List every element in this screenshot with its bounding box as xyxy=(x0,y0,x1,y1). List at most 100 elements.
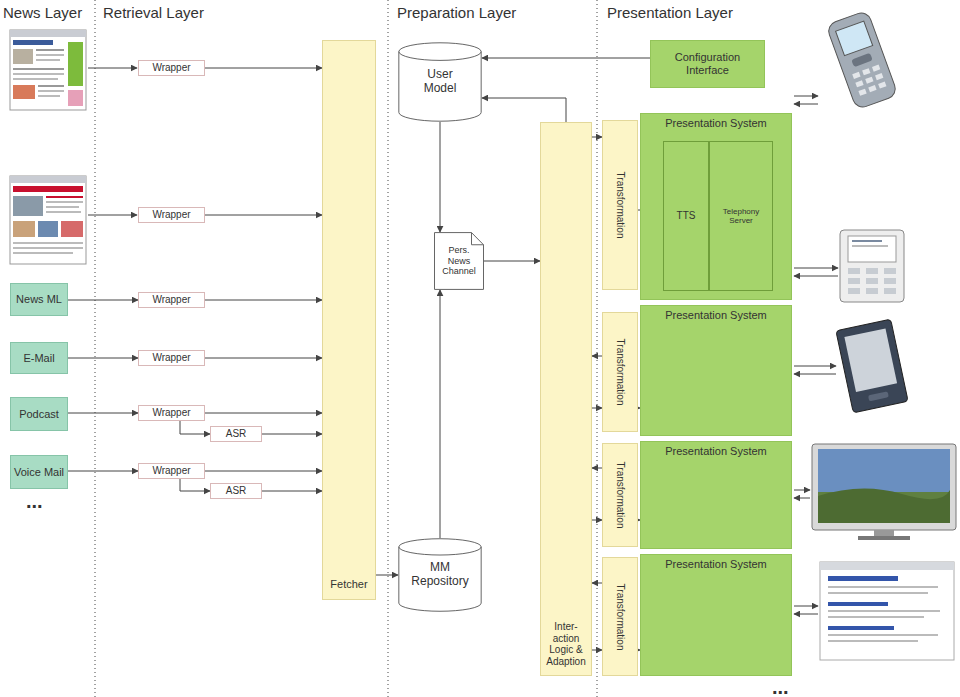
website-screenshot xyxy=(46,201,83,203)
connector-arrow xyxy=(68,300,138,301)
web-page-screenshot xyxy=(828,602,888,606)
node-text: Wrapper xyxy=(152,62,190,74)
wrapper-box: Wrapper xyxy=(138,405,205,421)
layer-heading: News Layer xyxy=(3,4,82,21)
mobile-phone xyxy=(836,21,873,56)
phone-emulator xyxy=(848,268,860,274)
asr-box: ASR xyxy=(210,426,262,442)
wrapper-box: Wrapper xyxy=(138,463,205,479)
connector-arrow xyxy=(180,421,210,434)
phone-emulator xyxy=(852,245,888,247)
presentation-system-box: Presentation System xyxy=(640,554,792,676)
connector-arrow xyxy=(592,520,602,521)
phone-emulator xyxy=(840,230,904,302)
device-link-arrow xyxy=(794,614,818,615)
node-text: User Model xyxy=(415,68,465,96)
television xyxy=(818,449,950,523)
web-page-screenshot xyxy=(828,592,928,594)
website-screenshot xyxy=(46,196,83,198)
website-screenshot xyxy=(13,40,53,45)
source-arrow xyxy=(88,215,137,216)
node-text: E-Mail xyxy=(23,352,54,365)
node-text: News ML xyxy=(16,293,62,306)
node-text: Presentation System xyxy=(665,117,767,130)
connector-arrow xyxy=(376,575,398,576)
phone-emulator xyxy=(884,268,896,274)
phone-emulator xyxy=(866,288,878,294)
connector-arrow xyxy=(262,491,322,492)
mobile-phone xyxy=(855,80,863,87)
document-fold xyxy=(472,233,484,245)
mobile-phone xyxy=(826,10,898,110)
connector-arrow xyxy=(68,413,138,414)
tts-box: TTS xyxy=(663,141,709,291)
connector-arrow xyxy=(68,358,138,359)
node-text: Transformation xyxy=(614,583,626,650)
ebook-reader xyxy=(844,328,897,392)
node-text: Wrapper xyxy=(152,209,190,221)
phone-emulator xyxy=(884,278,896,284)
web-page-screenshot xyxy=(828,626,894,630)
website-screenshot xyxy=(13,186,83,192)
document-shape: Pers. News Channel xyxy=(434,232,484,290)
website-screenshot xyxy=(36,59,60,61)
asr-box: ASR xyxy=(210,483,262,499)
connector-arrow xyxy=(482,98,566,122)
website-screenshot xyxy=(38,85,64,87)
device-link-arrow xyxy=(794,268,838,269)
node-text: ASR xyxy=(226,428,247,440)
layer-heading: Presentation Layer xyxy=(607,4,733,21)
connector-arrow xyxy=(180,479,210,491)
phone-emulator xyxy=(852,240,882,242)
mobile-phone xyxy=(878,82,886,89)
television xyxy=(858,536,910,540)
database-cylinder: MM Repository xyxy=(398,538,482,612)
logic-bar: Inter- action Logic & Adaption xyxy=(540,122,592,676)
device-link-arrow xyxy=(794,96,818,97)
cylinder-body xyxy=(399,539,481,612)
mobile-phone xyxy=(865,77,873,84)
cylinder-rim xyxy=(399,52,481,61)
node-text: Wrapper xyxy=(152,407,190,419)
website-screenshot xyxy=(10,176,86,183)
node-text: ASR xyxy=(226,485,247,497)
web-page-screenshot xyxy=(820,562,954,660)
connector-arrow xyxy=(592,468,602,469)
connector-arrow xyxy=(205,471,322,472)
transformation-bar: Transformation xyxy=(602,120,638,290)
source-arrow xyxy=(88,68,137,69)
website-screenshot xyxy=(36,54,64,56)
phone-emulator xyxy=(848,236,896,262)
transformation-bar: Transformation xyxy=(602,443,638,547)
news-source-box: News ML xyxy=(10,283,68,316)
website-screenshot xyxy=(10,30,86,37)
node-text: Transformation xyxy=(614,339,626,406)
transformation-bar: Transformation xyxy=(602,557,638,676)
wrapper-box: Wrapper xyxy=(138,350,205,366)
connector-arrow xyxy=(68,471,138,472)
node-text: Inter- action Logic & Adaption xyxy=(543,621,589,667)
website-screenshot xyxy=(38,95,60,97)
config-box: Configuration Interface xyxy=(650,40,765,88)
node-text: Transformation xyxy=(614,172,626,239)
layer-separator xyxy=(95,0,96,697)
device-link-arrow xyxy=(794,490,810,491)
mobile-phone xyxy=(875,73,883,80)
connector-arrow xyxy=(482,58,650,59)
node-text: Fetcher xyxy=(330,578,367,591)
layer-heading: Preparation Layer xyxy=(397,4,516,21)
website-screenshot xyxy=(38,221,58,237)
website-screenshot xyxy=(36,49,64,51)
website-screenshot xyxy=(10,30,86,110)
website-screenshot xyxy=(10,176,86,264)
ebook-reader xyxy=(836,319,908,413)
connector-arrow xyxy=(592,583,602,584)
document-body xyxy=(435,233,484,290)
layer-heading: Retrieval Layer xyxy=(103,4,204,21)
website-screenshot xyxy=(68,42,83,86)
phone-emulator xyxy=(840,230,904,302)
television xyxy=(812,444,956,540)
mobile-phone xyxy=(858,89,866,96)
mobile-phone xyxy=(872,65,880,72)
